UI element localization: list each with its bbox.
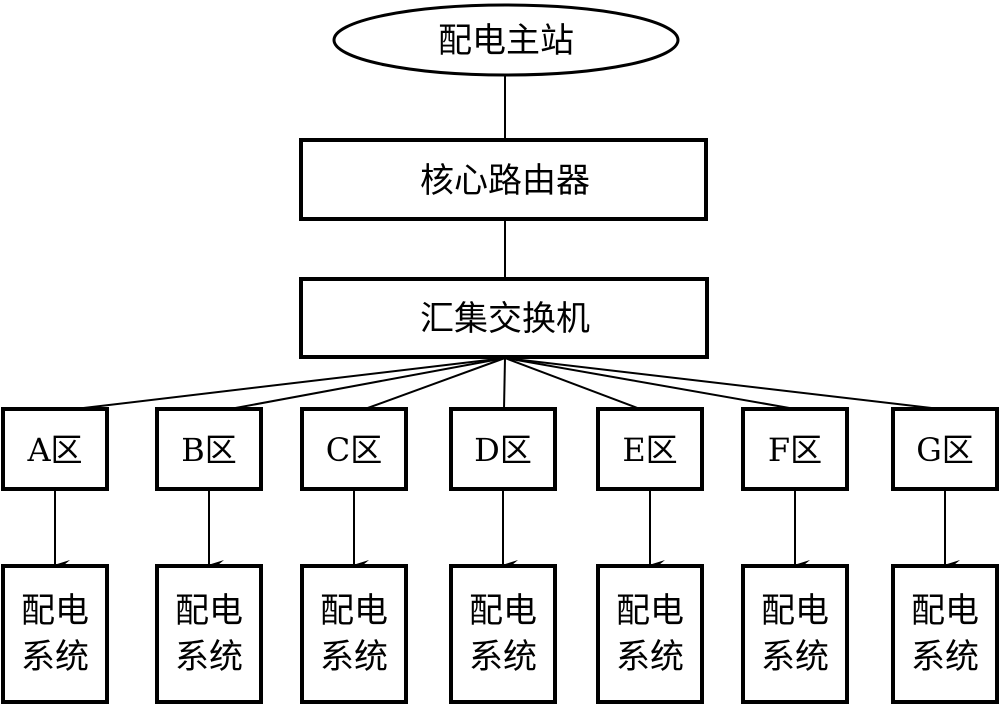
master-station-node [332,3,680,77]
zone-node-a [1,407,109,491]
zone-label-g: G区 [916,431,974,469]
distribution-system-label-line: 配电 [469,591,537,631]
distribution-system-label-line: 系统 [616,637,684,677]
distribution-system-label-line: 系统 [21,637,89,677]
distribution-system-label-line: 系统 [320,637,388,677]
aggregation-switch-label: 汇集交换机 [420,299,590,339]
distribution-system-node-b [155,564,263,704]
zone-label-d: D区 [474,431,532,469]
core-router-node [299,138,708,221]
distribution-system-label-line: 配电 [320,591,388,631]
distribution-system-label-line: 系统 [911,637,979,677]
distribution-system-node-d [449,564,557,704]
distribution-system-node-f [741,564,849,704]
zone-node-g [891,407,999,491]
distribution-system-label-line: 配电 [616,591,684,631]
aggregation-switch-node [299,277,709,359]
zone-label-f: F区 [768,431,822,469]
edge-switch-to-zone-e [504,357,641,410]
zone-label-c: C区 [326,431,383,469]
zone-label-a: A区 [26,431,82,469]
core-router-label: 核心路由器 [420,161,590,201]
zone-label-e: E区 [622,431,677,469]
master-station-label: 配电主站 [438,21,574,61]
distribution-system-node-g [891,564,999,704]
edge-switch-to-zone-c [364,357,506,410]
edge-switch-to-zone-a [74,357,506,410]
distribution-system-node-a [1,564,109,704]
edge-switch-to-zone-g [504,357,941,410]
zone-label-b: B区 [181,431,237,469]
zone-node-e [596,407,704,491]
distribution-system-label-line: 系统 [469,637,537,677]
edge-switch-to-zone-d [503,357,506,410]
distribution-system-node-c [300,564,408,704]
distribution-system-label-line: 配电 [21,591,89,631]
distribution-system-label-line: 系统 [175,637,243,677]
distribution-system-node-e [596,564,704,704]
edge-switch-to-zone-f [504,357,796,410]
edge-switch-to-zone-b [229,357,506,410]
distribution-system-label-line: 配电 [911,591,979,631]
distribution-system-label-line: 系统 [761,637,829,677]
distribution-system-label-line: 配电 [175,591,243,631]
distribution-system-label-line: 配电 [761,591,829,631]
